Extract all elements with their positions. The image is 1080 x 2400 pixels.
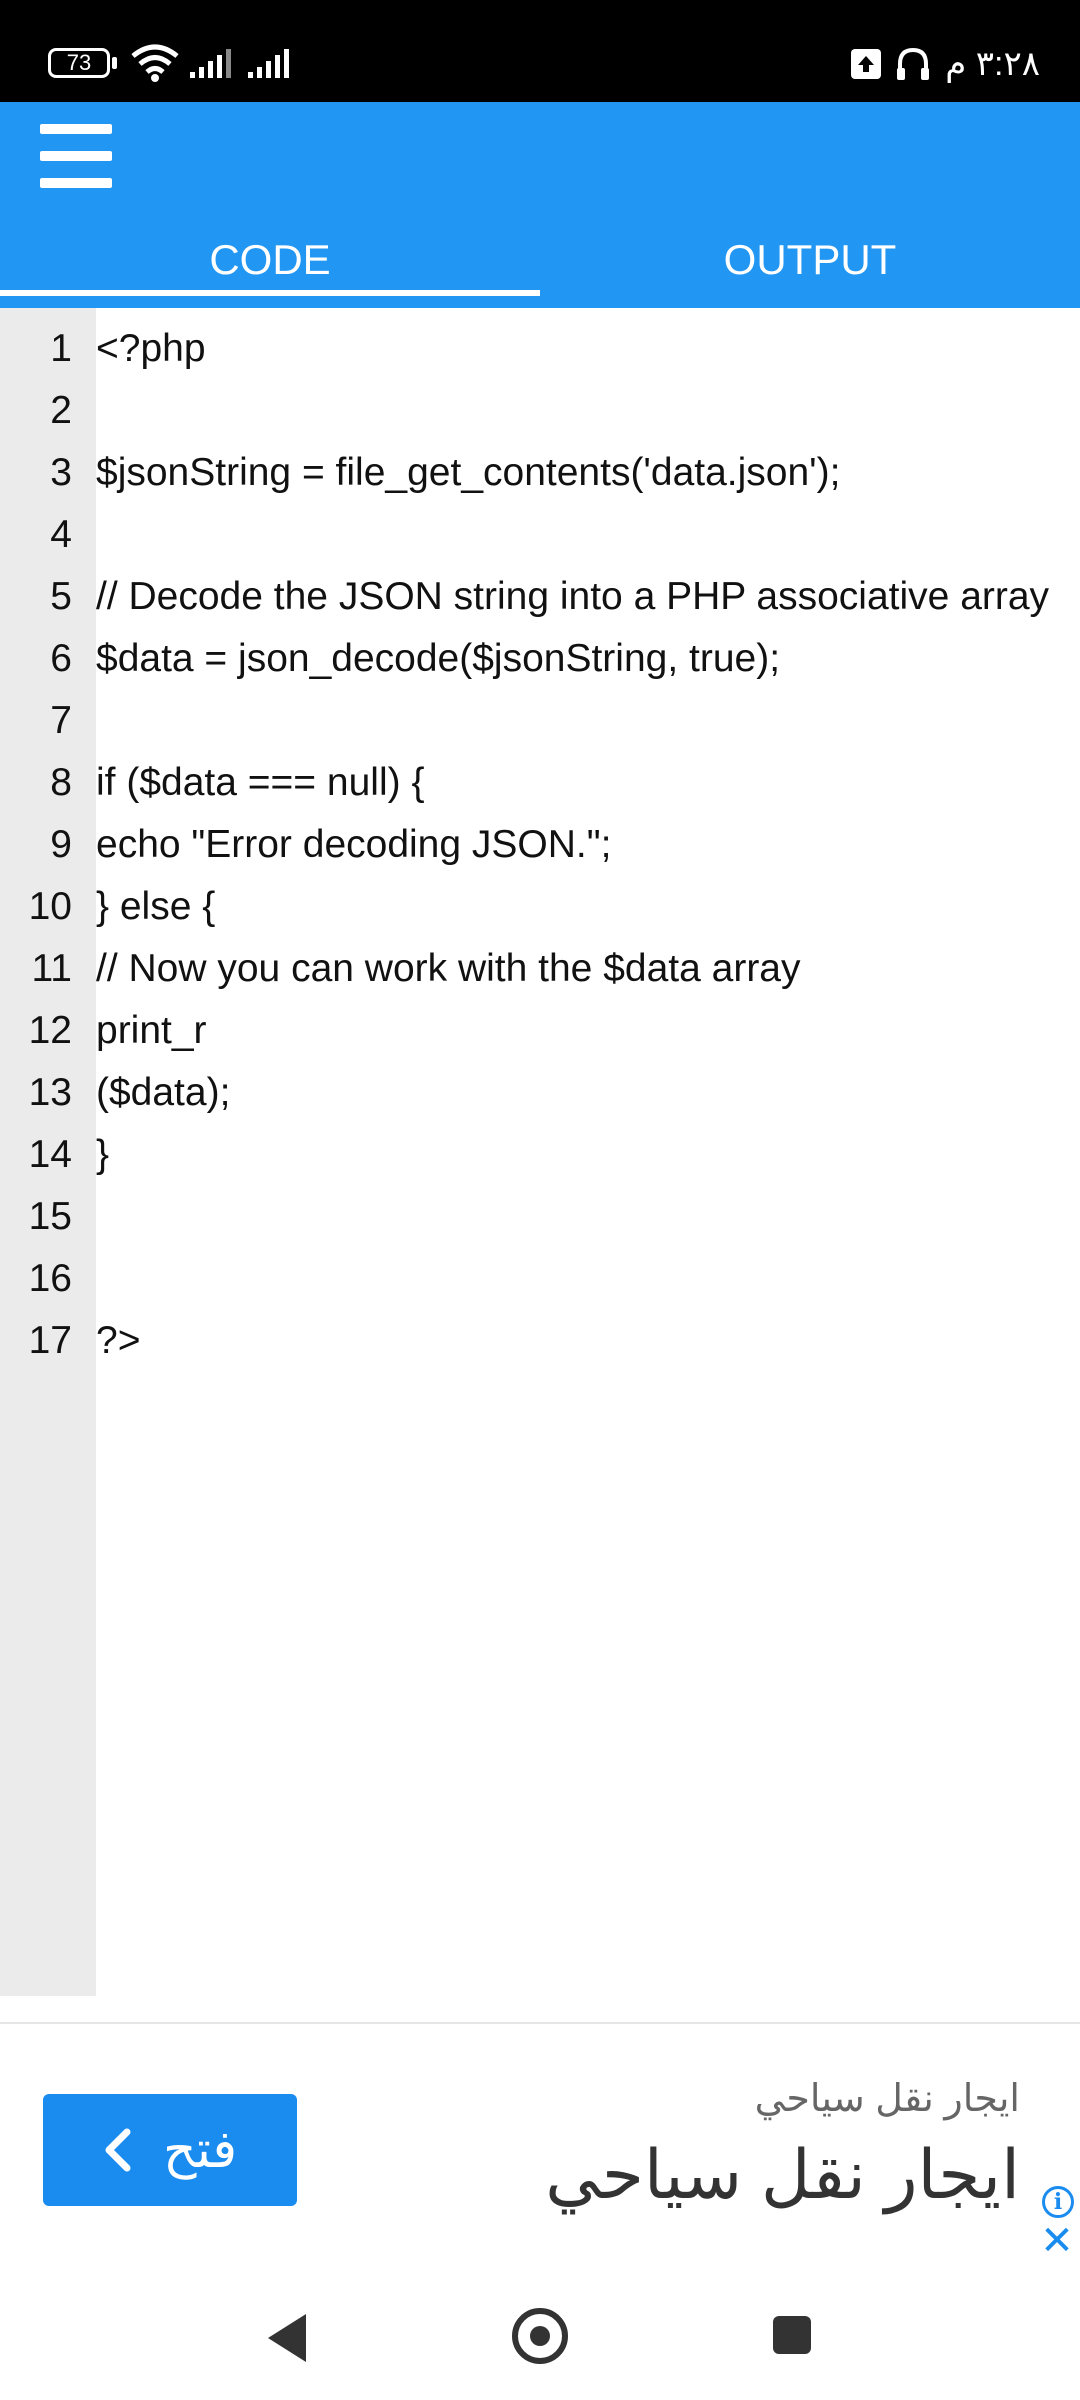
- headset-icon: [897, 47, 930, 80]
- line-code[interactable]: // Now you can work with the $data array: [96, 947, 801, 990]
- chevron-left-icon: [105, 2128, 131, 2172]
- wifi-icon: [131, 44, 179, 82]
- line-code[interactable]: print_r: [96, 1009, 207, 1052]
- code-line[interactable]: 7: [0, 690, 1080, 752]
- ad-banner[interactable]: فتح ايجار نقل سياحي ايجار نقل سياحي i ✕: [0, 2022, 1080, 2268]
- ad-open-button[interactable]: فتح: [43, 2094, 297, 2206]
- code-line[interactable]: 9 echo "Error decoding JSON.";: [0, 814, 1080, 876]
- tab-code-label: CODE: [209, 236, 331, 283]
- line-code[interactable]: echo "Error decoding JSON.";: [96, 823, 612, 866]
- code-line[interactable]: 1 <?php: [0, 318, 1080, 380]
- line-number: 4: [50, 513, 72, 556]
- code-line[interactable]: 5 // Decode the JSON string into a PHP as…: [0, 566, 1080, 628]
- status-time: ٣:٢٨ م: [945, 45, 1040, 83]
- line-code[interactable]: }: [96, 1133, 110, 1176]
- navigation-bar: [0, 2268, 1080, 2400]
- code-line[interactable]: 11 // Now you can work with the $data arr…: [0, 938, 1080, 1000]
- status-bar: 73 ٣:٢٨ م: [0, 0, 1080, 102]
- upload-icon: [851, 49, 882, 79]
- battery-icon: 73: [48, 48, 110, 78]
- code-line[interactable]: 12 print_r: [0, 1000, 1080, 1062]
- code-line[interactable]: 4: [0, 504, 1080, 566]
- signal-icon-1: [190, 49, 231, 78]
- line-number: 14: [28, 1133, 72, 1176]
- signal-icon-2: [248, 49, 289, 78]
- ad-title: ايجار نقل سياحي: [545, 2137, 1020, 2213]
- line-code[interactable]: // Decode the JSON string into a PHP ass…: [96, 575, 1050, 618]
- tab-output-label: OUTPUT: [723, 236, 897, 283]
- line-number: 1: [50, 327, 72, 370]
- line-number: 13: [28, 1071, 72, 1114]
- line-number: 12: [28, 1009, 72, 1052]
- line-number: 5: [50, 575, 72, 618]
- status-right-group: ٣:٢٨ م: [851, 40, 1040, 88]
- tab-indicator: [0, 290, 540, 296]
- code-line[interactable]: 8 if ($data === null) {: [0, 752, 1080, 814]
- code-line[interactable]: 3 $jsonString = file_get_contents('data.j…: [0, 442, 1080, 504]
- line-number: 16: [28, 1257, 72, 1300]
- menu-icon[interactable]: [40, 124, 112, 188]
- line-code[interactable]: <?php: [96, 327, 206, 370]
- code-line[interactable]: 14}: [0, 1124, 1080, 1186]
- line-code[interactable]: ($data);: [96, 1071, 231, 1114]
- code-line[interactable]: 15: [0, 1186, 1080, 1248]
- line-number: 11: [31, 947, 73, 990]
- line-number: 17: [28, 1319, 72, 1362]
- line-number: 3: [50, 451, 72, 494]
- ad-info-icon[interactable]: i: [1042, 2186, 1074, 2218]
- ad-close-icon[interactable]: ✕: [1040, 2219, 1074, 2263]
- line-number: 2: [50, 389, 72, 432]
- tab-code[interactable]: CODE: [0, 212, 540, 308]
- line-number: 6: [50, 637, 72, 680]
- code-line[interactable]: 13 ($data);: [0, 1062, 1080, 1124]
- home-icon[interactable]: [512, 2308, 568, 2364]
- line-number: 7: [50, 699, 72, 742]
- tab-bar: CODE OUTPUT: [0, 212, 1080, 308]
- battery-nub: [112, 57, 117, 69]
- code-editor[interactable]: 1 <?php 2 3 $jsonString = file_get_contents(…: [0, 308, 1080, 1996]
- line-number: 9: [50, 823, 72, 866]
- ad-open-button-label: فتح: [162, 2121, 238, 2179]
- line-code[interactable]: ?>: [96, 1319, 141, 1362]
- line-number: 8: [50, 761, 72, 804]
- code-line[interactable]: 6 $data = json_decode($jsonString, true);: [0, 628, 1080, 690]
- line-code[interactable]: if ($data === null) {: [96, 761, 425, 804]
- recent-apps-icon[interactable]: [773, 2316, 811, 2354]
- app-bar: CODE OUTPUT: [0, 102, 1080, 308]
- code-line[interactable]: 2: [0, 380, 1080, 442]
- line-number: 15: [28, 1195, 72, 1238]
- line-code[interactable]: $data = json_decode($jsonString, true);: [96, 637, 781, 680]
- tab-output[interactable]: OUTPUT: [540, 212, 1080, 308]
- code-line[interactable]: 16: [0, 1248, 1080, 1310]
- code-line[interactable]: 10 } else {: [0, 876, 1080, 938]
- line-number-gutter: [0, 308, 96, 1996]
- line-code[interactable]: } else {: [96, 885, 216, 928]
- code-line[interactable]: 17 ?>: [0, 1310, 1080, 1372]
- back-icon[interactable]: [268, 2314, 306, 2362]
- line-number: 10: [28, 885, 72, 928]
- line-code[interactable]: $jsonString = file_get_contents('data.js…: [96, 451, 841, 494]
- ad-subtitle: ايجار نقل سياحي: [754, 2078, 1020, 2120]
